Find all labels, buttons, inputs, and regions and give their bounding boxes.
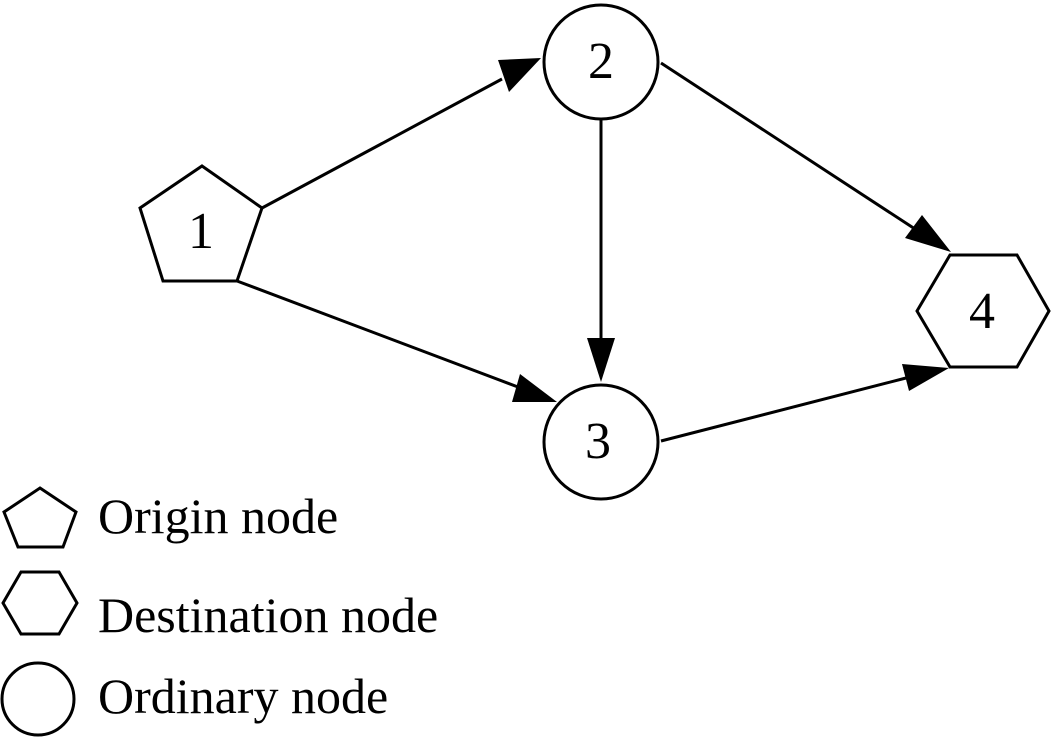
node-label: 2 [588,33,614,90]
edge-2-3 [587,118,615,382]
edges [236,58,951,443]
node-4: 4 [915,253,1051,369]
arrowhead [905,215,951,252]
legend: Origin node Destination node Ordinary no… [0,486,438,737]
arrowhead [902,364,949,391]
edge-1-2 [261,58,541,210]
arrowhead [512,374,557,402]
arrowhead [587,338,615,382]
node-1: 1 [138,164,264,283]
circle-icon [542,383,660,501]
legend-label: Destination node [98,587,438,643]
circle-icon [0,661,76,737]
legend-item-destination: Destination node [1,570,438,643]
node-label: 3 [585,413,611,470]
node-3: 3 [542,383,660,501]
edge-line [261,77,503,210]
hexagon-icon [915,253,1051,369]
legend-item-ordinary: Ordinary node [0,661,388,737]
node-2: 2 [542,3,660,121]
legend-item-origin: Origin node [2,486,338,549]
legend-label: Ordinary node [98,668,388,724]
node-label: 4 [969,283,995,340]
edge-2-4 [660,61,951,252]
edge-1-3 [236,279,557,402]
edge-line [236,279,519,389]
edge-3-4 [660,364,949,443]
arrowhead [498,58,541,92]
edge-line [660,376,907,443]
hexagon-icon [1,570,79,636]
edge-line [660,61,916,231]
pentagon-icon [2,486,78,549]
pentagon-icon [138,164,264,283]
circle-icon [542,3,660,121]
node-label: 1 [188,203,214,260]
legend-label: Origin node [98,488,338,544]
